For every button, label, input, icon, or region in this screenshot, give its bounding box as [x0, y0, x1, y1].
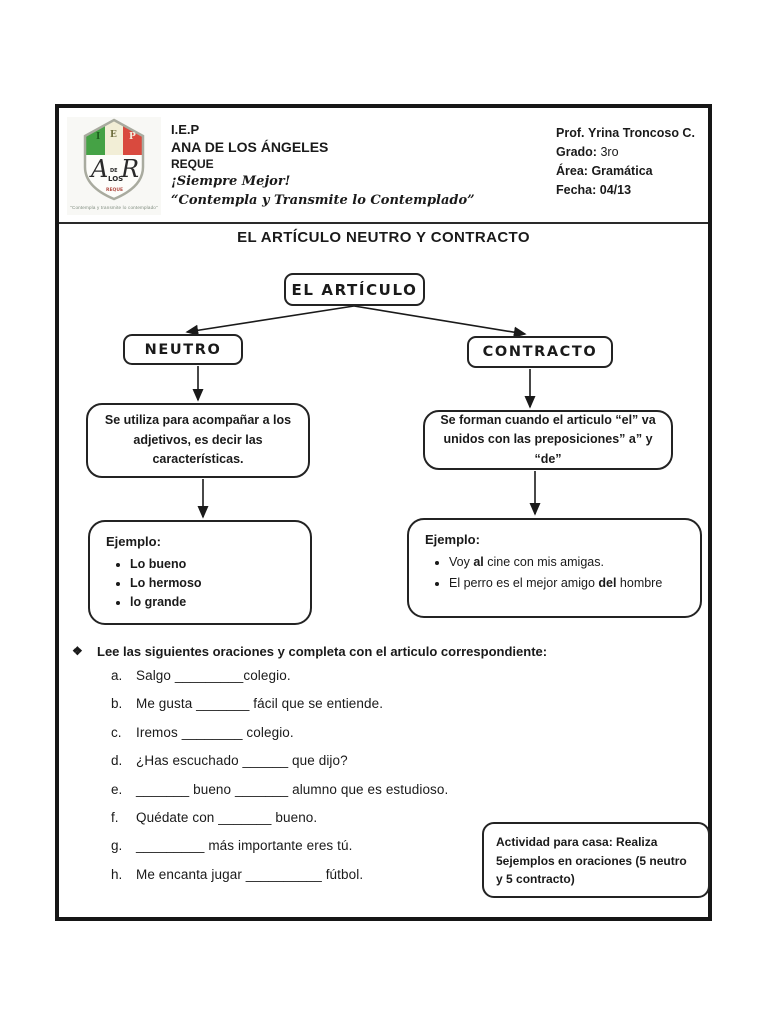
school-city: REQUE	[171, 156, 214, 171]
professor-info: Prof. Yrina Troncoso C. Grado: 3ro Área:…	[556, 124, 695, 200]
logo-caption: "Contempla y transmite lo contemplado"	[70, 205, 158, 210]
svg-text:REQUE: REQUE	[106, 187, 123, 193]
exercise-item-e: e. _______ bueno _______ alumno que es e…	[111, 781, 449, 797]
logo-shield-icon: I E P A R DE LOS REQUE	[83, 118, 145, 201]
exercise-item-h: h. Me encanta jugar __________ fútbol.	[111, 866, 364, 882]
contracto-example-box: Ejemplo: Voy al cine con mis amigas. El …	[407, 518, 702, 618]
neutro-example-box: Ejemplo: Lo bueno Lo hermoso lo grande	[88, 520, 312, 625]
school-header: I.E.P ANA DE LOS ÁNGELES REQUE ¡Siempre …	[171, 121, 475, 209]
header-divider	[59, 222, 708, 224]
exercise-item-b: b. Me gusta _______ fácil que se entiend…	[111, 696, 384, 712]
exercise-item-d: d. ¿Has escuchado ______ que dijo?	[111, 753, 348, 769]
instruction-text: Lee las siguientes oraciones y completa …	[97, 644, 548, 659]
info-prof: Prof. Yrina Troncoso C.	[556, 126, 695, 140]
exercise-item-a: a. Salgo _________colegio.	[111, 668, 291, 683]
list-item: Lo hermoso	[130, 576, 296, 590]
exercise-item-f: f. Quédate con _______ bueno.	[111, 809, 318, 825]
worksheet-page: I E P A R DE LOS REQUE "Contempla y tran…	[55, 104, 712, 921]
exercise-instruction: ❖ Lee las siguientes oraciones y complet…	[72, 644, 547, 659]
svg-text:I: I	[96, 132, 100, 142]
svg-text:DE: DE	[110, 168, 118, 174]
example-title: Ejemplo:	[106, 534, 161, 549]
example-title: Ejemplo:	[425, 532, 480, 547]
list-item: Lo bueno	[130, 557, 296, 571]
info-fecha: Fecha: 04/13	[556, 183, 632, 197]
exercise-item-g: g. _________ más importante eres tú.	[111, 838, 353, 854]
school-iep: I.E.P	[171, 122, 200, 137]
neutro-example-list: Lo bueno Lo hermoso lo grande	[104, 557, 296, 609]
school-motto-1: ¡Siempre Mejor!	[171, 174, 291, 190]
diagram-contracto-box: CONTRACTO	[467, 336, 613, 368]
svg-text:A: A	[89, 155, 108, 183]
list-item: lo grande	[130, 595, 296, 609]
list-item: Voy al cine con mis amigas.	[449, 555, 686, 569]
contracto-description-box: Se forman cuando el articulo “el” va uni…	[423, 410, 673, 470]
school-logo: I E P A R DE LOS REQUE "Contempla y tran…	[67, 117, 161, 215]
list-item: El perro es el mejor amigo del hombre	[449, 576, 686, 590]
school-motto-2: “Contempla y Transmite lo Contemplado”	[171, 192, 475, 208]
info-grado: Grado: 3ro	[556, 145, 619, 159]
neutro-description-box: Se utiliza para acompañar a los adjetivo…	[86, 403, 310, 478]
svg-text:P: P	[129, 132, 136, 142]
school-name: ANA DE LOS ÁNGELES	[171, 139, 329, 156]
worksheet-title: EL ARTÍCULO NEUTRO Y CONTRACTO	[237, 229, 530, 246]
diagram-root-box: EL ARTÍCULO	[284, 273, 425, 306]
exercise-list: a. Salgo _________colegio. b. Me gusta _…	[111, 668, 448, 895]
info-area: Área: Gramática	[556, 164, 653, 178]
svg-text:R: R	[120, 155, 139, 183]
diamond-bullet-icon: ❖	[72, 644, 83, 658]
contracto-example-list: Voy al cine con mis amigas. El perro es …	[423, 555, 686, 590]
diagram-neutro-box: NEUTRO	[123, 334, 243, 365]
svg-text:E: E	[110, 130, 117, 140]
svg-text:LOS: LOS	[108, 175, 123, 183]
homework-box: Actividad para casa: Realiza 5ejemplos e…	[482, 822, 710, 898]
exercise-item-c: c. Iremos ________ colegio.	[111, 724, 294, 740]
